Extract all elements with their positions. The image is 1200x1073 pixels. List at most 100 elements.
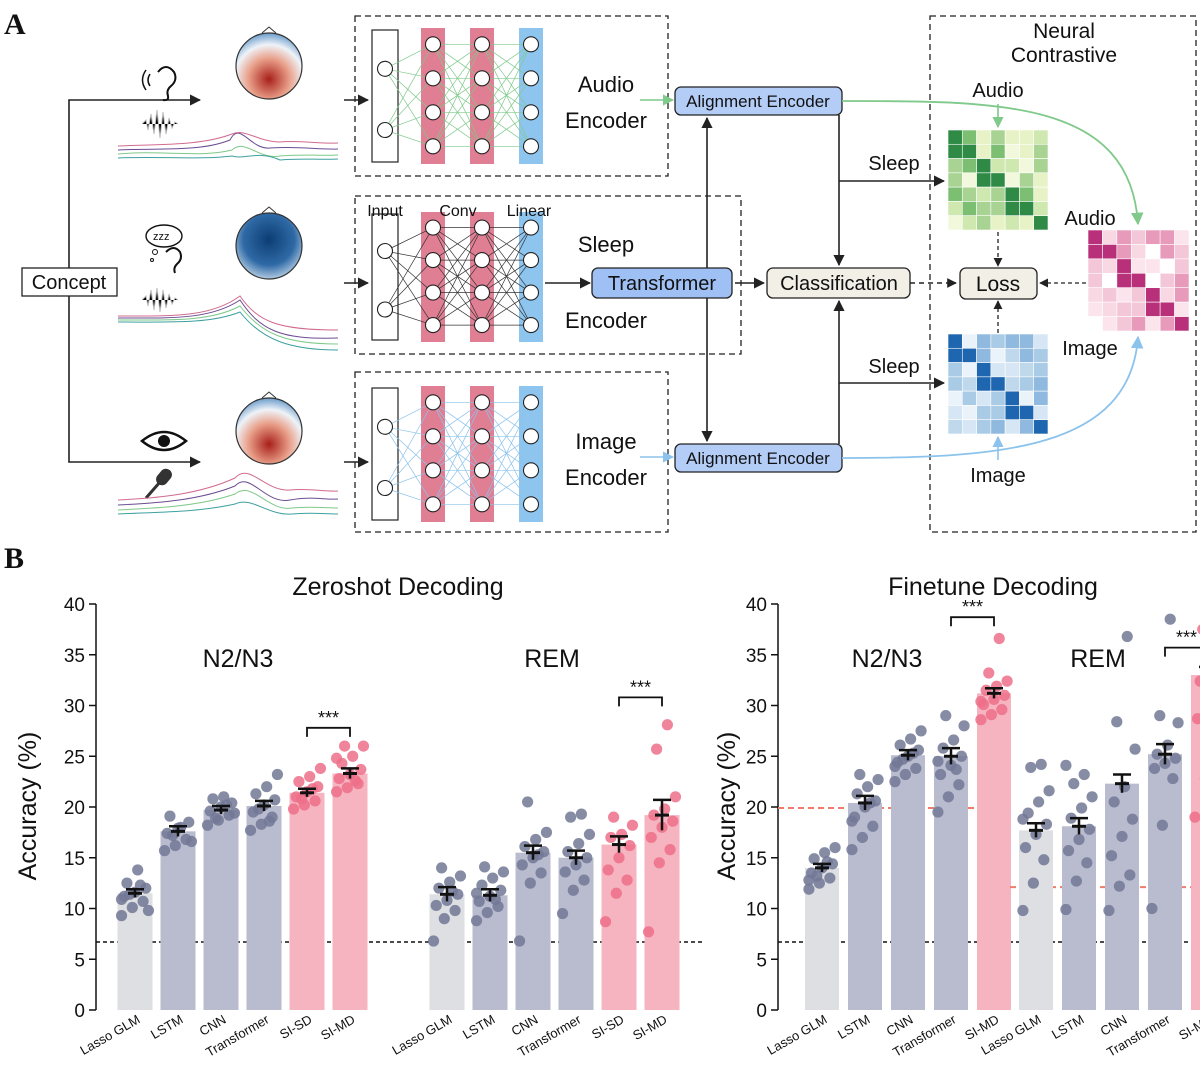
image-encoder-label-line1: Image <box>575 429 636 454</box>
significance-bracket <box>950 616 995 627</box>
audio-sleep-matrix-cell <box>1033 201 1049 217</box>
data-point <box>1062 845 1075 857</box>
net-edge-image <box>432 402 483 505</box>
audio-sleep-matrix-cell <box>990 201 1006 217</box>
neuron-sleep <box>424 284 442 301</box>
x-tick-label: LSTM <box>1049 1012 1087 1042</box>
audio-sleep-matrix-cell <box>947 158 963 174</box>
concept-label: Concept <box>32 272 107 294</box>
data-point <box>1111 716 1123 728</box>
audio-sleep-matrix-cell <box>961 186 977 202</box>
image-sleep-matrix-cell <box>1033 362 1049 378</box>
neuron-image <box>424 462 442 479</box>
audio-image-matrix-cell <box>1116 287 1132 303</box>
audio-image-matrix-cell <box>1174 258 1190 274</box>
data-point <box>438 913 450 925</box>
data-point <box>1129 743 1141 755</box>
bar <box>644 815 680 1010</box>
neuron-sleep <box>473 219 491 236</box>
data-point <box>664 844 676 856</box>
image-sleep-matrix-cell <box>976 390 992 406</box>
neuron-audio <box>522 104 540 121</box>
data-point <box>497 866 510 878</box>
neuron-audio <box>473 138 491 155</box>
x-tick-label: SI-SD <box>589 1012 627 1042</box>
loss-node: Loss <box>959 267 1038 300</box>
neuron-sleep <box>473 252 491 269</box>
data-point <box>516 859 528 871</box>
net-edge-image <box>481 402 532 471</box>
zeroshot-group-label-rem: REM <box>524 645 580 673</box>
image-sleep-matrix-cell <box>1019 405 1035 421</box>
audio-image-matrix-cell <box>1130 287 1147 303</box>
y-tick-label: 30 <box>64 697 85 718</box>
data-point <box>573 837 585 850</box>
data-point <box>341 782 353 794</box>
x-tick-label: LSTM <box>460 1012 498 1042</box>
data-point <box>575 808 587 820</box>
net-edge-sleep <box>432 259 483 326</box>
image-sleep-matrix-cell <box>947 390 963 406</box>
data-point <box>583 828 596 841</box>
svg-text:zzz: zzz <box>153 231 170 243</box>
net-edge-sleep <box>432 227 483 261</box>
data-point <box>1025 761 1037 774</box>
audio-image-matrix-cell <box>1102 272 1118 289</box>
net-edge-audio <box>384 68 434 147</box>
data-point <box>932 806 944 818</box>
audio-encoder-label-line1: Audio <box>578 72 634 97</box>
layer-label-input: Input <box>367 203 403 220</box>
sleep-encoder-label-line2: Encoder <box>565 308 647 333</box>
data-point <box>330 786 343 798</box>
image-sleep-matrix-cell <box>990 362 1006 378</box>
audio-sleep-matrix-cell <box>1019 129 1035 145</box>
image-sleep-matrix-cell <box>1019 376 1035 392</box>
topomap-sleep <box>235 206 303 280</box>
audio-sleep-matrix-cell <box>976 143 992 159</box>
net-edge-image <box>384 426 434 505</box>
similarity-matrices <box>947 129 1190 435</box>
data-point <box>661 719 673 731</box>
audio-sleep-matrix-cell <box>961 201 977 217</box>
significance-label: *** <box>962 597 983 617</box>
data-point <box>1019 842 1032 854</box>
net-edge-image <box>481 402 532 437</box>
data-point <box>915 725 927 737</box>
y-tick-label: 40 <box>746 595 767 616</box>
net-edge-sleep <box>384 227 434 310</box>
eeg-trace-sleep <box>117 295 339 351</box>
sleep-waveform <box>141 287 179 313</box>
data-point <box>535 867 547 879</box>
data-point <box>314 762 327 775</box>
data-point <box>309 795 321 807</box>
data-point <box>1081 857 1093 869</box>
data-point <box>1040 818 1053 830</box>
net-edge-audio <box>432 44 483 113</box>
audio-image-matrix-cell <box>1159 258 1175 274</box>
net-edge-audio <box>432 112 483 147</box>
image-sleep-matrix-cell <box>947 405 963 421</box>
ear-icon <box>141 66 177 102</box>
image-sleep-matrix-cell <box>1033 419 1049 435</box>
image-sleep-matrix-cell <box>947 419 963 435</box>
net-edge-sleep <box>384 227 434 252</box>
neuron-image <box>424 428 442 445</box>
audio-image-matrix-cell <box>1087 316 1103 332</box>
bar <box>891 755 925 1010</box>
data-point <box>889 776 901 788</box>
data-point <box>1076 802 1088 814</box>
data-point <box>667 815 679 827</box>
data-point <box>1035 758 1047 770</box>
data-point <box>803 883 815 895</box>
audio-image-matrix-cell <box>1087 287 1103 303</box>
significance-bracket <box>1164 646 1200 657</box>
data-point <box>540 826 553 838</box>
significance-bracket <box>618 696 663 707</box>
zeroshot-group-label-n2n3: N2/N3 <box>203 645 274 673</box>
net-edge-audio <box>384 111 434 131</box>
neuron-image <box>473 496 491 513</box>
data-point <box>581 852 593 864</box>
data-point <box>851 788 863 800</box>
data-point <box>1146 902 1158 915</box>
